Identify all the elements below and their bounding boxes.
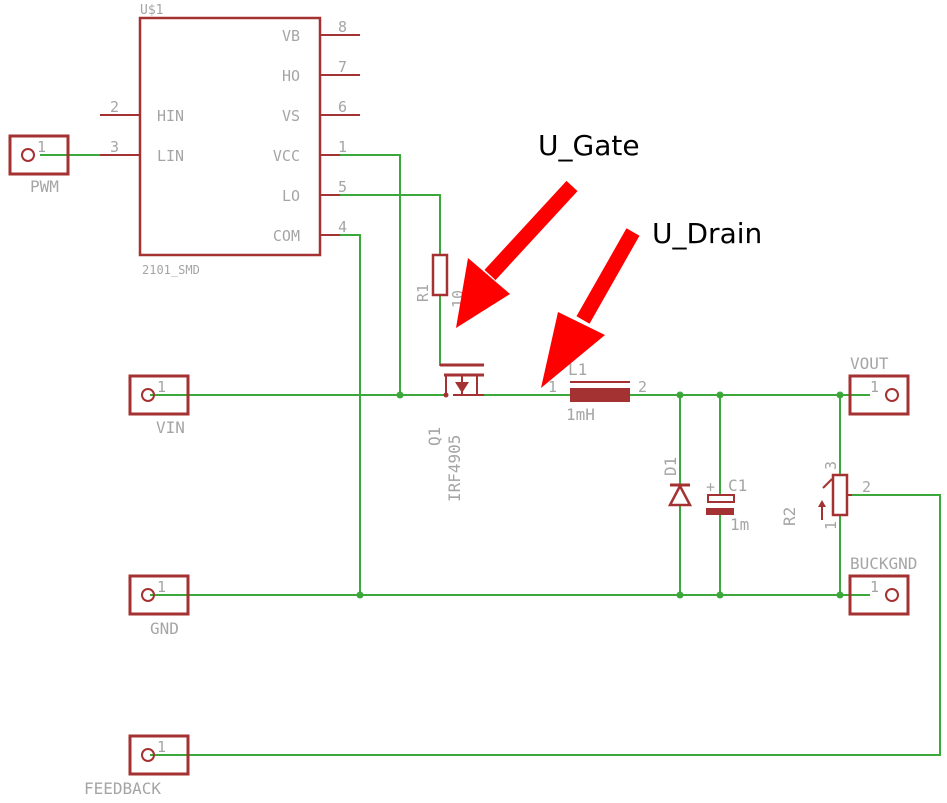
diode-d1[interactable]: D1 bbox=[661, 457, 693, 507]
ic-pin-number: 7 bbox=[338, 58, 347, 76]
mosfet-q1[interactable]: Q1 IRF4905 bbox=[425, 363, 484, 502]
ic-pin-number: 2 bbox=[110, 98, 119, 116]
connector-label: VOUT bbox=[850, 354, 889, 373]
inductor-l1[interactable]: L1 1mH 1 2 bbox=[548, 360, 647, 424]
ic-pin-name: HIN bbox=[157, 107, 184, 125]
ic-pin-name: COM bbox=[273, 227, 300, 245]
c1-ref-label: C1 bbox=[728, 476, 747, 495]
ic-pin-number: 6 bbox=[338, 98, 347, 116]
ic-pin-number: 5 bbox=[338, 178, 347, 196]
junction-dot bbox=[836, 591, 844, 599]
wire-lo bbox=[340, 194, 441, 255]
connector-label: GND bbox=[150, 619, 179, 638]
connector-pin-number: 1 bbox=[870, 378, 879, 396]
ic-body bbox=[138, 16, 322, 257]
ic-pin-leads bbox=[100, 34, 360, 236]
ic-pin-name: VCC bbox=[273, 147, 300, 165]
ic-ref-label: U$1 bbox=[140, 3, 163, 18]
q1-ref-label: Q1 bbox=[425, 427, 444, 446]
wires bbox=[40, 154, 941, 756]
r2-pin-number: 2 bbox=[862, 478, 871, 496]
junction-dot bbox=[676, 391, 684, 399]
junction-dot bbox=[676, 591, 684, 599]
ic-pin-name: LO bbox=[282, 187, 300, 205]
connector-pwm[interactable]: 1 PWM bbox=[8, 134, 70, 196]
annotation-drain: U_Drain bbox=[541, 217, 762, 388]
connector-pin-number: 1 bbox=[157, 578, 166, 596]
connector-label: FEEDBACK bbox=[84, 779, 161, 798]
junction-dot bbox=[836, 391, 844, 399]
connector-pin-number: 1 bbox=[870, 578, 879, 596]
connector-pin-number: 1 bbox=[157, 738, 166, 756]
q1-value-label: IRF4905 bbox=[445, 435, 464, 502]
ic-value-label: 2101_SMD bbox=[142, 263, 200, 277]
ic-pin-number: 3 bbox=[110, 138, 119, 156]
c1-value-label: 1m bbox=[730, 515, 749, 534]
capacitor-c1[interactable]: + C1 1m bbox=[706, 476, 749, 534]
connector-label: PWM bbox=[30, 177, 59, 196]
ic-pin-name: HO bbox=[282, 67, 300, 85]
junction-dot bbox=[356, 591, 364, 599]
ic-pin-name: VS bbox=[282, 107, 300, 125]
l1-ref-label: L1 bbox=[568, 360, 587, 379]
drain-arrow bbox=[541, 312, 605, 388]
l1-value-label: 1mH bbox=[566, 405, 595, 424]
r2-pin-number: 1 bbox=[822, 521, 840, 530]
potentiometer-r2[interactable]: R2 1 3 2 bbox=[780, 461, 871, 530]
junction-dot bbox=[716, 591, 724, 599]
connector-label: VIN bbox=[156, 418, 185, 437]
connector-pin-number: 1 bbox=[37, 138, 46, 156]
ic-pin-number: 4 bbox=[338, 218, 347, 236]
ic-pin-name: LIN bbox=[157, 147, 184, 165]
connector-vout[interactable]: 1 VOUT bbox=[848, 354, 910, 416]
connector-feedback[interactable]: 1 FEEDBACK bbox=[84, 734, 190, 798]
d1-ref-label: D1 bbox=[661, 457, 680, 476]
drain-annotation-label: U_Drain bbox=[652, 217, 762, 250]
connector-vin[interactable]: 1 VIN bbox=[128, 374, 190, 437]
wire-vcc bbox=[340, 154, 401, 395]
connector-buckgnd[interactable]: 1 BUCKGND bbox=[848, 554, 917, 616]
r2-pin-number: 3 bbox=[822, 461, 840, 470]
ic-pin-name: VB bbox=[282, 27, 300, 45]
annotation-gate: U_Gate bbox=[456, 129, 640, 328]
wire-feedback bbox=[150, 494, 941, 756]
connector-pin-number: 1 bbox=[157, 378, 166, 396]
junction-dot bbox=[716, 391, 724, 399]
l1-pin-number: 1 bbox=[548, 378, 557, 396]
r1-ref-label: R1 bbox=[414, 284, 432, 302]
junction-dot bbox=[396, 391, 404, 399]
ic-pin-number: 8 bbox=[338, 18, 347, 36]
wire-com bbox=[340, 234, 361, 595]
gate-annotation-label: U_Gate bbox=[538, 129, 640, 162]
ic-pin-number: 1 bbox=[338, 138, 347, 156]
connector-gnd[interactable]: 1 GND bbox=[128, 574, 190, 638]
ic-u1[interactable]: U$1 2101_SMD 2 3 HIN LIN 8 7 6 1 5 4 VB … bbox=[100, 3, 360, 277]
wire-gate bbox=[439, 295, 445, 366]
r2-ref-label: R2 bbox=[780, 507, 799, 526]
l1-pin-number: 2 bbox=[638, 378, 647, 396]
c1-polarity-mark: + bbox=[706, 478, 715, 496]
junctions bbox=[356, 391, 844, 599]
connector-label: BUCKGND bbox=[850, 554, 917, 573]
gate-arrow bbox=[456, 258, 510, 328]
